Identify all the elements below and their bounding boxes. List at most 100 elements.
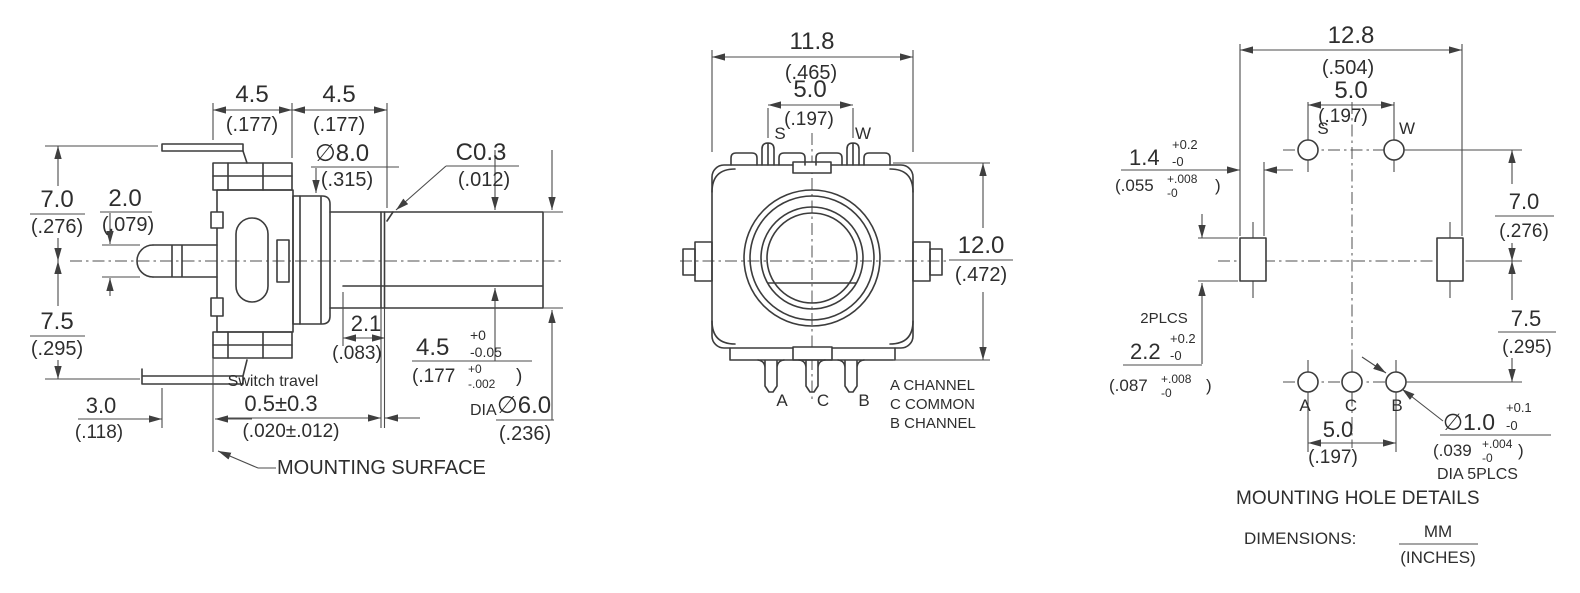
dim-shaft-flat-tolminus: -0.05 [470, 344, 502, 360]
dim-body-width-in: (.465) [785, 62, 837, 84]
pin-label-b: B [858, 391, 869, 410]
front-view: 11.8 (.465) 5.0 (.197) S W 12.0 (.472) A… [680, 28, 1013, 432]
dim-slot-width-mm: 1.4 [1129, 145, 1160, 170]
hole-label-b: B [1391, 396, 1402, 415]
legend-a-channel: A CHANNEL [890, 377, 975, 394]
mounting-hole-view: 12.8 (.504) 5.0 (.197) S W 1.4 +0.2 -0 (… [1109, 22, 1556, 567]
dim-hole-height-upper-mm: 7.0 [1509, 189, 1540, 214]
dim-actuator-dia-in: (.079) [102, 214, 154, 236]
dim-shaft-flat-in-close: ) [516, 366, 522, 387]
dim-pattern-width-in: (.504) [1322, 57, 1374, 79]
dim-slot-width-in-tolplus: +.008 [1167, 172, 1198, 186]
dim-actuator-dia-mm: 2.0 [108, 185, 141, 212]
dim-chamfer-mm: C0.3 [456, 139, 507, 166]
dim-slot-height-in-open: (.087 [1109, 376, 1148, 395]
dim-shaft-flat-in-open: (.177 [412, 366, 455, 387]
dim-body-width-mm: 11.8 [790, 28, 835, 55]
dim-switch-travel-mm: 0.5±0.3 [244, 391, 317, 416]
switch-travel-label: Switch travel [228, 373, 319, 390]
dim-pattern-width-mm: 12.8 [1328, 22, 1375, 49]
dim-slot-width-tolplus: +0.2 [1172, 137, 1198, 152]
dimensions-label: DIMENSIONS: [1244, 529, 1356, 548]
dim-actuator-length-mm: 3.0 [86, 393, 117, 418]
dim-hole-dia-tolminus: -0 [1506, 418, 1518, 433]
dim-bushing-dia-mm: ∅8.0 [315, 140, 369, 167]
dim-hole-height-lower-in: (.295) [1502, 337, 1552, 358]
dim-slot-height-mm: 2.2 [1130, 339, 1161, 364]
dim-slot-height-tolplus: +0.2 [1170, 331, 1196, 346]
pin-label-a: A [776, 391, 788, 410]
side-view-body-outline [136, 143, 544, 385]
dim-shaft-flat-in-tolminus: -.002 [468, 377, 496, 391]
dim-slot-width-in-close: ) [1215, 176, 1221, 195]
side-view-labels: 4.5 (.177) 4.5 (.177) 7.0 (.276) 2.0 (.0… [31, 81, 551, 479]
dim-body-height-mm: 12.0 [958, 232, 1005, 259]
dim-hole-span-top-in: (.197) [1318, 106, 1368, 127]
dim-shaft-flat-in-tolplus: +0 [468, 362, 482, 376]
dim-hole-dia-in-close: ) [1518, 441, 1524, 460]
pin-label-w: W [855, 124, 871, 143]
dim-slot-height-tolminus: -0 [1170, 348, 1182, 363]
dim-chamfer-in: (.012) [458, 169, 510, 191]
dim-bushing-dia-in: (.315) [321, 169, 373, 191]
hole-label-c: C [1345, 396, 1357, 415]
dim-hole-height-upper-in: (.276) [1499, 221, 1549, 242]
dim-shaft-dia-prefix: DIA [470, 402, 497, 419]
dim-slot-height-in-tolplus: +.008 [1161, 372, 1192, 386]
hole-label-s: S [1317, 119, 1328, 138]
dim-hole-height-lower-mm: 7.5 [1511, 306, 1542, 331]
dim-shaft-dia-mm: ∅6.0 [497, 392, 551, 419]
dim-shaft-dia-in: (.236) [499, 423, 551, 445]
front-view-labels: 11.8 (.465) 5.0 (.197) S W 12.0 (.472) A… [774, 28, 1007, 432]
pin-label-s: S [774, 124, 785, 143]
hole-label-w: W [1399, 119, 1415, 138]
dim-hole-dia-tolplus: +0.1 [1506, 400, 1532, 415]
hole-dia-places: DIA 5PLCS [1437, 466, 1518, 483]
dim-hole-span-top-mm: 5.0 [1334, 77, 1367, 104]
dim-switch-travel-in: (.020±.012) [242, 421, 339, 442]
dim-slot-width-tolminus: -0 [1172, 154, 1184, 169]
dim-top-width-right-in: (.177) [313, 114, 365, 136]
dim-top-width-right-mm: 4.5 [322, 81, 355, 108]
hole-view-dimension-lines [1121, 44, 1556, 545]
mounting-surface-label: MOUNTING SURFACE [277, 457, 486, 479]
legend-b-channel: B CHANNEL [890, 415, 976, 432]
dim-flat-offset-in: (.083) [332, 343, 382, 364]
mounting-hole-details-title: MOUNTING HOLE DETAILS [1236, 488, 1480, 509]
dim-height-lower-mm: 7.5 [40, 308, 73, 335]
pin-label-c: C [817, 391, 829, 410]
dim-top-width-left-in: (.177) [226, 114, 278, 136]
dim-hole-dia-in-tolminus: -0 [1482, 451, 1493, 465]
dim-pin-span-top-mm: 5.0 [793, 76, 826, 103]
dim-flat-offset-mm: 2.1 [351, 311, 382, 336]
legend-c-common: C COMMON [890, 396, 975, 413]
dim-slot-width-in-tolminus: -0 [1167, 186, 1178, 200]
dim-hole-span-bottom-in: (.197) [1308, 447, 1358, 468]
dim-hole-span-bottom-mm: 5.0 [1323, 417, 1354, 442]
dim-hole-dia-mm: ∅1.0 [1443, 409, 1495, 435]
dim-top-width-left-mm: 4.5 [235, 81, 268, 108]
dim-hole-dia-in-tolplus: +.004 [1482, 437, 1513, 451]
dim-shaft-flat-mm: 4.5 [416, 334, 449, 361]
front-view-body-outline [682, 142, 943, 393]
units-inches: (INCHES) [1400, 548, 1476, 567]
dim-actuator-length-in: (.118) [75, 422, 123, 443]
dim-slot-height-in-tolminus: -0 [1161, 386, 1172, 400]
dim-shaft-flat-tolplus: +0 [470, 327, 486, 343]
side-view-dimension-lines [30, 103, 563, 469]
hole-label-a: A [1299, 396, 1311, 415]
dim-slot-height-in-close: ) [1206, 376, 1212, 395]
slot-height-places: 2PLCS [1140, 310, 1188, 327]
dim-slot-width-in-open: (.055 [1115, 176, 1154, 195]
units-mm: MM [1424, 522, 1452, 541]
hole-view-centerlines [1218, 102, 1492, 448]
dim-height-lower-in: (.295) [31, 338, 83, 360]
front-view-dimension-lines [711, 50, 1013, 361]
side-view: 4.5 (.177) 4.5 (.177) 7.0 (.276) 2.0 (.0… [30, 81, 565, 479]
dim-hole-dia-in-open: (.039 [1433, 441, 1472, 460]
dim-pin-span-top-in: (.197) [784, 109, 834, 130]
dim-height-upper-mm: 7.0 [40, 186, 73, 213]
dim-body-height-in: (.472) [955, 264, 1007, 286]
